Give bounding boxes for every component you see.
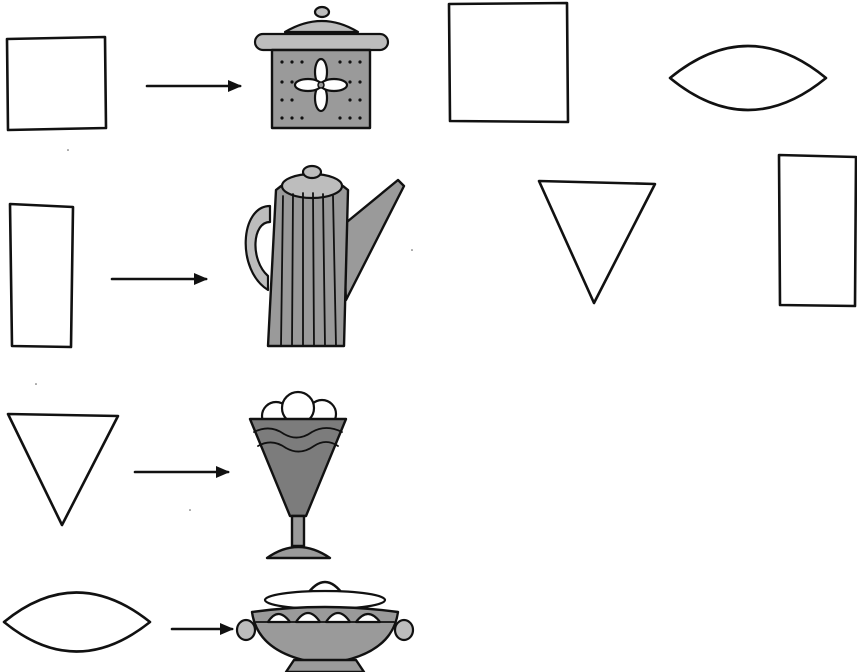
square-shape: [7, 37, 106, 130]
example-row-rectangle: [10, 166, 404, 347]
cooking-pot-icon: [255, 7, 388, 128]
paper-specks: [35, 149, 413, 511]
exercise-shapes: [449, 3, 856, 306]
serving-bowl-icon: [237, 582, 413, 672]
rectangle-shape: [10, 204, 73, 347]
example-row-triangle: [8, 392, 346, 558]
exercise-oval: [670, 46, 826, 110]
oval-shape: [4, 593, 150, 652]
example-row-square: [7, 7, 388, 130]
exercise-square: [449, 3, 568, 122]
ice-cream-cup-icon: [250, 392, 346, 558]
example-row-oval: [4, 582, 413, 672]
exercise-rectangle: [779, 155, 856, 306]
watering-can-icon: [246, 166, 404, 346]
exercise-triangle: [539, 181, 655, 303]
triangle-shape: [8, 414, 118, 525]
